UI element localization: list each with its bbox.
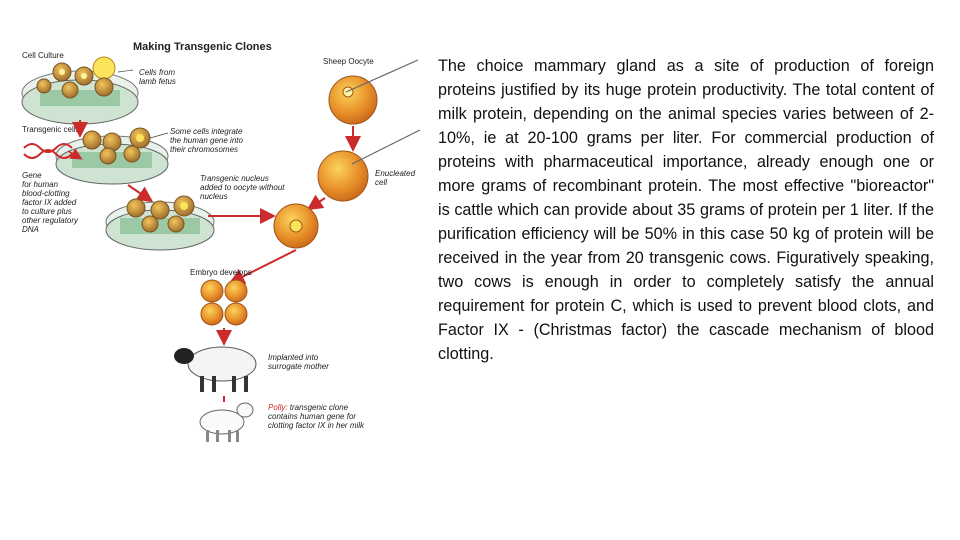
culture-dish-3 [105,195,215,251]
label-implanted-2: surrogate mother [268,362,329,371]
label-some-cells-3: their chromosomes [170,145,238,154]
label-enucleated-1: Enucleated [375,169,416,178]
svg-text:Gene: Gene [22,171,42,180]
body-text: The choice mammary gland as a site of pr… [438,57,934,363]
label-enucleated-2: cell [375,178,387,187]
pipette-1 [345,59,419,93]
surrogate-sheep [174,346,257,392]
oocyte-nucleus [342,86,354,98]
figure-title: Making Transgenic Clones [133,41,272,53]
embryo-cells [200,279,248,326]
svg-text:to culture plus: to culture plus [22,207,72,216]
label-transgenic-nucleus-1: Transgenic nucleus [200,174,269,183]
pipette-2 [351,129,421,165]
sheep-oocyte [328,75,378,125]
label-embryo: Embryo develops [190,268,252,277]
svg-text:DNA: DNA [22,225,39,234]
label-polly-2: contains human gene for [268,412,356,421]
label-transgenic-nucleus-3: nucleus [200,192,228,201]
svg-text:other regulatory: other regulatory [22,216,79,225]
enucleated-oocyte [317,150,369,202]
label-gene: Gene for human blood-clotting factor IX … [22,171,79,234]
transgenic-clone-diagram: Making Transgenic Clones Cell Culture Ce… [0,30,430,450]
label-polly-3: clotting factor IX in her milk [268,421,365,430]
label-implanted-1: Implanted into [268,353,319,362]
label-cell-culture: Cell Culture [22,51,64,60]
svg-text:for human: for human [22,180,59,189]
culture-dish-2 [55,127,169,185]
label-transgenic-cells: Transgenic cells [22,125,80,134]
label-cells-from-lamb-1: Cells from [139,68,175,77]
label-transgenic-nucleus-2: added to oocyte without [200,183,285,192]
label-cells-from-lamb-2: lamb fetus [139,77,176,86]
svg-text:blood-clotting: blood-clotting [22,189,70,198]
label-some-cells-1: Some cells integrate [170,127,243,136]
culture-dish-1 [21,56,139,125]
label-sheep-oocyte: Sheep Oocyte [323,57,374,66]
dna-strand [23,143,73,153]
label-some-cells-2: the human gene into [170,136,243,145]
svg-text:factor IX added: factor IX added [22,198,77,207]
label-polly-1: Polly: transgenic clone [268,403,349,412]
polly-lamb [199,402,254,442]
